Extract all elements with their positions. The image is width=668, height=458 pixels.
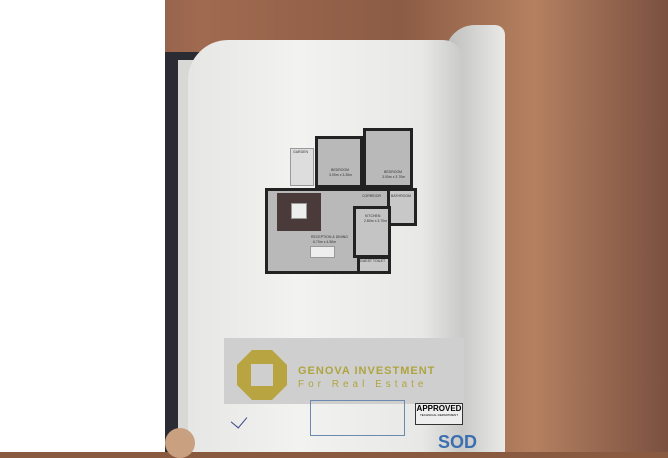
room-label-guest-toilet: GUEST TOILET xyxy=(360,259,386,263)
blue-stamp xyxy=(310,400,405,436)
floor-plan: GARDEN BEDROOM 3.00m x 3.30m BEDROOM 3.0… xyxy=(265,128,421,274)
room-label-bedroom-1: BEDROOM xyxy=(331,168,350,172)
room-label-bathroom: BATHROOM xyxy=(391,194,411,198)
watermark-subtitle: For Real Estate xyxy=(298,379,428,390)
room-label-corridor: CORRIDOR xyxy=(362,194,382,198)
watermark-title: GENOVA INVESTMENT xyxy=(298,365,436,377)
room-label-bedroom-2: BEDROOM xyxy=(384,170,403,174)
garden-area xyxy=(290,148,314,186)
bedroom-1 xyxy=(315,136,363,188)
room-size-bedroom-2: 3.00m x 3.70m xyxy=(382,175,406,179)
room-label-kitchen: KITCHEN xyxy=(365,214,381,218)
dining-table xyxy=(310,246,335,258)
coffee-table xyxy=(291,203,307,219)
white-background xyxy=(0,0,165,452)
bedroom-2 xyxy=(363,128,413,188)
brand-logo-partial: SOD xyxy=(438,432,478,452)
room-size-bedroom-1: 3.00m x 3.30m xyxy=(329,173,353,177)
room-size-reception: 6.70m x 4.50m xyxy=(313,240,337,244)
logo-inner xyxy=(251,364,273,386)
kitchen xyxy=(353,206,391,258)
thumb xyxy=(165,428,195,458)
guest-toilet xyxy=(357,256,391,274)
approved-title: APPROVED xyxy=(416,404,462,413)
approved-stamp: APPROVED TECHNICAL DEPARTMENT xyxy=(415,403,463,425)
room-size-kitchen: 2.80m x 3.70m xyxy=(364,219,388,223)
room-label-reception: RECEPTION & DINING xyxy=(311,235,348,239)
approved-subtitle: TECHNICAL DEPARTMENT xyxy=(419,413,459,417)
room-label-garden: GARDEN xyxy=(293,150,308,154)
